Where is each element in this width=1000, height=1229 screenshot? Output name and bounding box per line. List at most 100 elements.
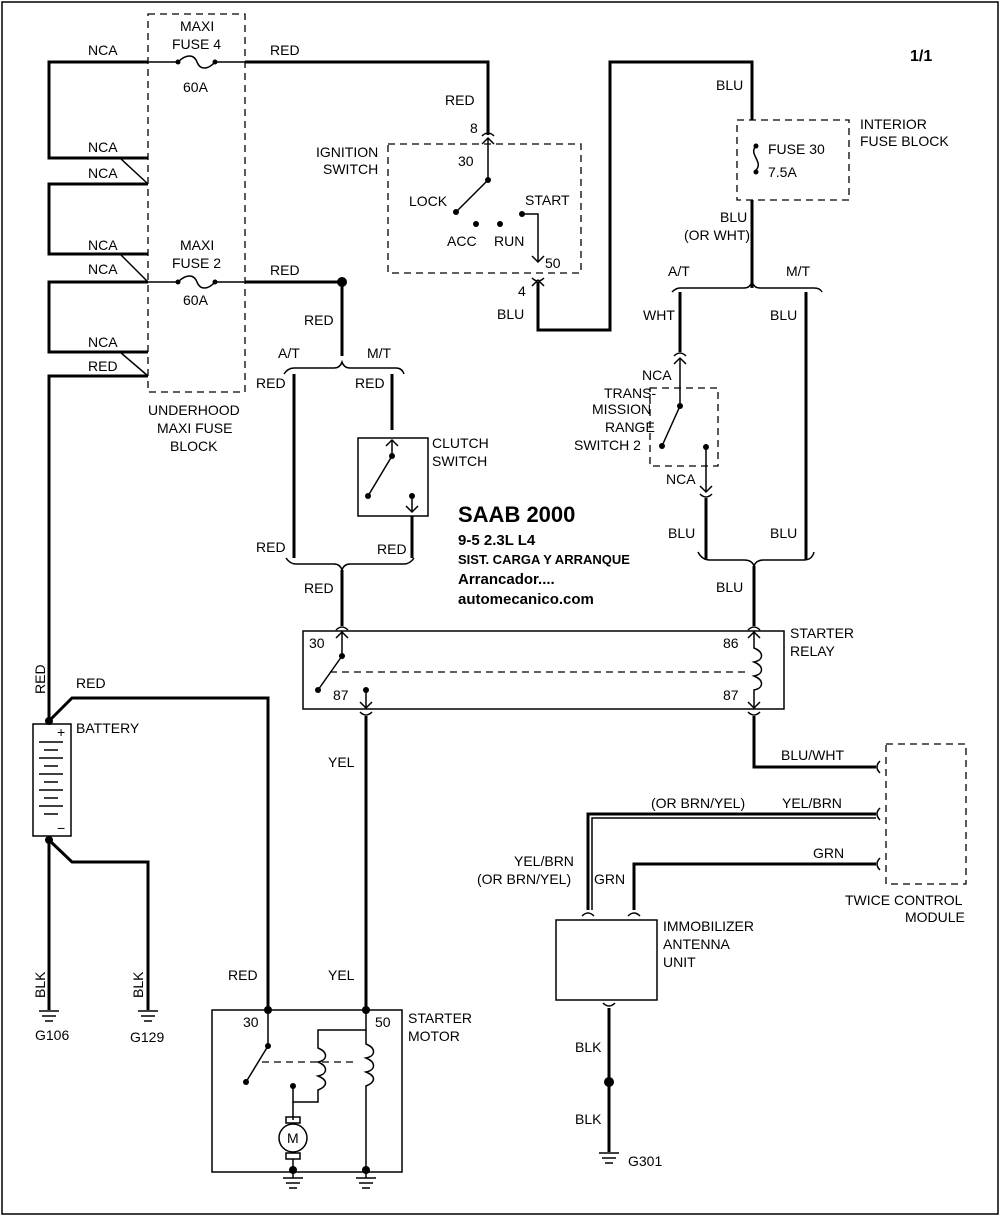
diagram-label: BLU [497, 306, 524, 322]
diagram-label: BLU [770, 525, 797, 541]
twice-control-module: TWICE CONTROL MODULE [845, 743, 967, 925]
diagram-stroke [365, 493, 371, 499]
diagram-stroke [591, 817, 876, 910]
diagram-label: BLU [668, 525, 695, 541]
diagram-stroke [47, 696, 270, 1010]
diagram-label: M/T [786, 263, 811, 279]
diagram-label: RED [355, 375, 385, 391]
diagram-label: M [287, 1130, 299, 1146]
diagram-label: RED [377, 541, 407, 557]
wire-yelbrn-grn: (OR BRN/YEL) YEL/BRN GRN YEL/BRN (OR BRN… [477, 795, 876, 917]
diagram-label: TRANS- [604, 385, 656, 401]
diagram-stroke [661, 405, 681, 447]
diagram-label: TWICE CONTROL [845, 892, 963, 908]
ground-g106: G106 [35, 1027, 69, 1043]
diagram-label: 50 [375, 1014, 391, 1030]
diagram-stroke [649, 387, 719, 467]
diagram-stroke [555, 919, 658, 1001]
diagram-label: 87 [723, 687, 739, 703]
diagram-stroke [119, 351, 149, 377]
title: SAAB 2000 [458, 502, 575, 527]
diagram-label: FUSE 4 [172, 36, 221, 52]
wire-red-battery-motor: RED RED [47, 675, 270, 1010]
diagram-label: UNIT [663, 954, 696, 970]
diagram-stroke [627, 912, 641, 917]
diagram-label: (OR BRN/YEL) [477, 871, 571, 887]
diagram-stroke [47, 60, 148, 160]
diagram-stroke [47, 182, 148, 256]
diagram-stroke [39, 1010, 59, 1022]
diagram-label: BLK [575, 1039, 602, 1055]
diagram-label: RELAY [790, 643, 836, 659]
diagram-label: 30 [243, 1014, 259, 1030]
diagram-stroke [753, 169, 759, 175]
diagram-label: STARTER [408, 1010, 472, 1026]
diagram-stroke [245, 1045, 269, 1083]
diagram-label: + [57, 724, 65, 740]
diagram-stroke [302, 630, 785, 710]
diagram-stroke [455, 179, 489, 213]
diagram-stroke [673, 352, 687, 357]
underhood-label-3: BLOCK [170, 438, 218, 454]
diagram-stroke [405, 505, 419, 514]
diagram-label: RED [76, 675, 106, 691]
system: SIST. CARGA Y ARRANQUE [458, 552, 630, 567]
diagram-stroke [753, 145, 759, 171]
diagram-stroke [47, 280, 148, 354]
diagram-label: − [57, 820, 65, 836]
diagram-stroke [531, 278, 545, 287]
battery: BATTERY + − RED [32, 664, 140, 844]
diagram-label: SWITCH [432, 453, 487, 469]
diagram-stroke [32, 723, 72, 837]
diagram-label: RED [270, 262, 300, 278]
diagram-stroke [39, 741, 63, 815]
diagram-stroke [362, 1166, 370, 1174]
diagram-label: MAXI [180, 18, 214, 34]
diagram-stroke [581, 912, 595, 917]
diagram-label: YEL/BRN [514, 853, 574, 869]
diagram-label: NCA [88, 334, 118, 350]
diagram-stroke [119, 157, 149, 185]
diagram-label: BLK [575, 1111, 602, 1127]
diagram-stroke [285, 1116, 301, 1124]
diagram-stroke [473, 221, 479, 227]
diagram-label: WHT [643, 307, 675, 323]
diagram-stroke [531, 255, 545, 264]
underhood-label-1: UNDERHOOD [148, 402, 240, 418]
wire-bluwht-relay-twice: BLU/WHT [752, 716, 876, 769]
diagram-label: 7.5A [768, 164, 797, 180]
diagram-label: 8 [470, 120, 478, 136]
diagram-stroke [47, 374, 148, 722]
diagram-stroke [699, 493, 713, 498]
diagram-stroke [290, 1083, 296, 1089]
diagram-stroke [47, 838, 150, 1010]
diagram-stroke [211, 1009, 403, 1173]
diagram-label: SWITCH 2 [574, 437, 641, 453]
diagram-label: YEL [328, 754, 355, 770]
diagram-stroke [747, 626, 761, 631]
diagram-label: MOTOR [408, 1028, 460, 1044]
diagram-label: FUSE BLOCK [860, 133, 949, 149]
diagram-label: START [525, 192, 570, 208]
diagram-label: M/T [367, 345, 392, 361]
model: 9-5 2.3L L4 [458, 532, 536, 549]
diagram-stroke [292, 1010, 367, 1103]
diagram-label: BLK [32, 971, 48, 998]
branch-left-bottom: RED [285, 557, 415, 626]
diagram-stroke [359, 711, 373, 716]
diagram-stroke [337, 277, 347, 287]
diagram-stroke [283, 359, 405, 375]
ground-g301: G301 [599, 1152, 662, 1169]
diagram-label: IGNITION [316, 144, 378, 160]
diagram-label: RANGE [605, 419, 655, 435]
diagram-label: NCA [88, 237, 118, 253]
maxi-fuse-4: MAXI FUSE 4 60A [148, 18, 245, 95]
branch-left-top: A/T M/T RED RED RED RED [256, 345, 407, 558]
diagram-stroke [453, 209, 459, 215]
diagram-label: 87 [333, 687, 349, 703]
diagram-label: NCA [88, 139, 118, 155]
diagram-stroke [736, 119, 850, 201]
diagram-stroke [175, 59, 181, 65]
clutch-switch: CLUTCH SWITCH [357, 435, 489, 558]
